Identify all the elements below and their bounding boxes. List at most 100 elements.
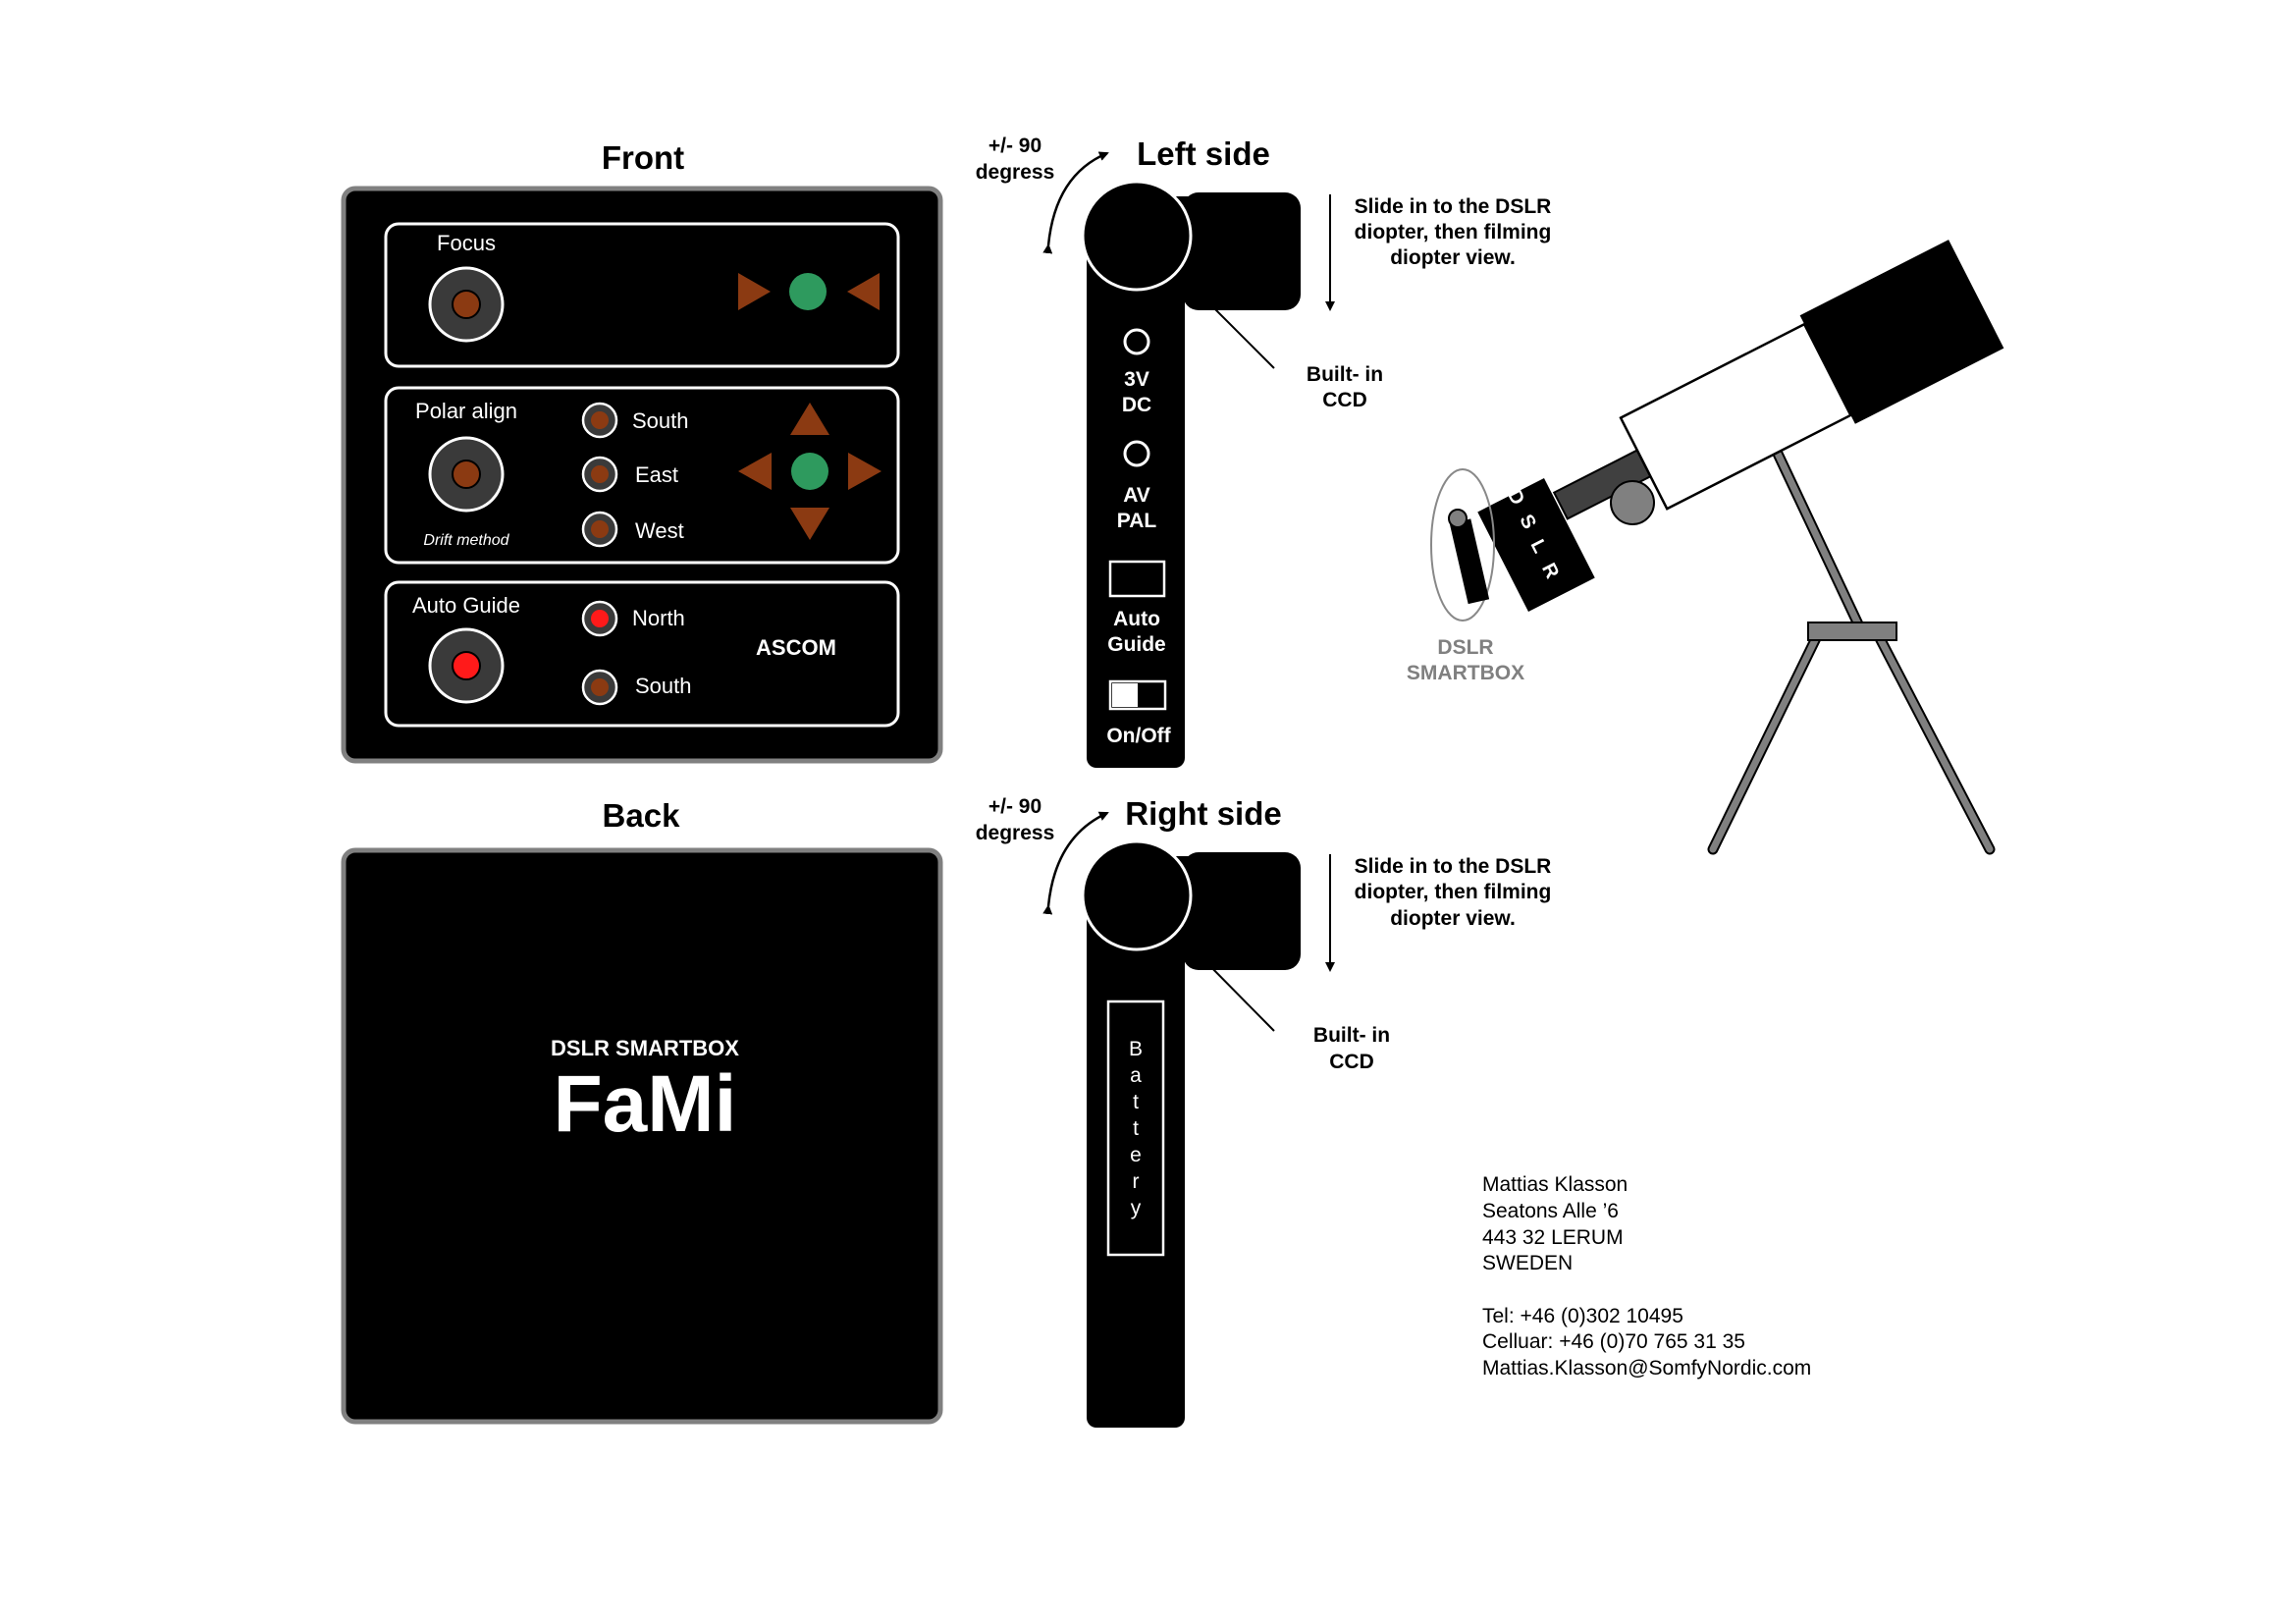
dslr-camera [1477,477,1595,613]
right-ccd-l2: CCD [1329,1051,1374,1073]
autoguide-south-label: South [635,674,692,698]
battery-letter: r [1133,1170,1140,1193]
tripod-post [1758,416,1864,632]
polar-label: Polar align [415,399,517,423]
right-rotation-l2: degress [976,822,1055,844]
battery-letter: a [1130,1064,1142,1087]
right-side-title: Right side [1125,795,1282,832]
contact-tel: Tel: +46 (0)302 10495 [1482,1305,1683,1327]
left-slide-l2: diopter, then filming [1355,221,1552,243]
left-rotation-hub[interactable] [1081,180,1193,292]
left-slide-l3: diopter view. [1390,246,1516,269]
polar-south-button[interactable] [581,402,618,439]
back-brand-big: FaMi [554,1059,737,1149]
back-view: Back DSLR SMARTBOX FaMi [341,797,943,1425]
focus-arrow-right-icon [738,273,771,310]
autoguide-port-l2: Guide [1107,633,1166,656]
left-side-view: +/- 90 degress Left side 3V DC AV PAL Au… [976,135,1552,768]
focus-label: Focus [437,231,496,255]
battery-letter: B [1129,1038,1143,1060]
left-side-title: Left side [1137,135,1270,172]
autoguide-north-label: North [632,606,685,630]
battery-letter: e [1130,1144,1142,1166]
telescope-tube [1619,322,1853,511]
back-brand-small: DSLR SMARTBOX [551,1036,739,1060]
focus-wheel-icon [1610,480,1655,525]
autoguide-north-button[interactable] [581,600,618,637]
av-jack-icon[interactable] [1123,440,1150,467]
contact-email[interactable]: Mattias.Klasson@SomfyNordic.com [1482,1357,1811,1380]
tripod-left-leg [1709,634,1820,853]
focus-led-icon [789,273,827,310]
polar-led-icon [791,453,828,490]
contact-block: Mattias Klasson Seatons Alle ’6 443 32 L… [1482,1173,1811,1380]
left-ccd-pointer-icon [1198,292,1275,369]
left-ccd-l1: Built- in [1307,363,1383,386]
tripod-right-leg [1876,634,1994,853]
polar-south-label: South [632,408,689,433]
polar-west-label: West [635,518,684,543]
smartbox-caption-l1: DSLR [1437,636,1493,659]
focus-knob[interactable] [428,266,505,343]
dc-label-l2: DC [1122,394,1151,416]
tripod-head [1807,622,1897,641]
av-label-l2: PAL [1117,510,1157,532]
telescope-dew-shield [1799,240,2004,424]
contact-name: Mattias Klasson [1482,1173,1628,1196]
polar-east-label: East [635,462,678,487]
left-side-body [1087,236,1185,768]
contact-country: SWEDEN [1482,1252,1573,1274]
polar-sublabel: Drift method [423,532,509,549]
autoguide-south-button[interactable] [581,669,618,706]
battery-letter: t [1133,1091,1139,1113]
power-switch-label: On/Off [1106,725,1171,747]
back-title: Back [603,797,681,834]
right-slide-l2: diopter, then filming [1355,881,1552,903]
dc-jack-icon[interactable] [1123,328,1150,355]
polar-arrow-right-icon [848,453,881,490]
polar-east-button[interactable] [581,456,618,493]
telescope-illustration: DSLR DSLR SMARTBOX [1407,240,2004,855]
focus-section [384,222,900,368]
smartbox-caption-l2: SMARTBOX [1407,662,1524,684]
polar-arrow-up-icon [790,403,829,435]
right-rotation-l1: +/- 90 [988,795,1041,818]
right-ccd-pointer-icon [1198,953,1275,1032]
contact-street: Seatons Alle ’6 [1482,1200,1619,1222]
battery-letter: t [1133,1117,1139,1140]
autoguide-section [384,580,900,728]
left-rotation-arrow-icon [1042,151,1109,254]
front-view: Front Focus Polar align Drift method Sou… [341,139,943,764]
right-side-body [1087,895,1185,1428]
polar-arrow-down-icon [790,508,829,540]
left-ccd-l2: CCD [1322,389,1367,411]
right-slide-l1: Slide in to the DSLR [1355,855,1552,878]
battery-compartment[interactable] [1106,1000,1165,1257]
autoguide-knob[interactable] [428,627,505,704]
right-rotation-hub[interactable] [1081,839,1193,951]
polar-west-button[interactable] [581,511,618,548]
autoguide-port-l1: Auto [1113,608,1160,630]
focus-arrow-left-icon [847,273,880,310]
right-slide-l3: diopter view. [1390,907,1516,930]
polar-section [384,386,900,565]
autoguide-port[interactable] [1108,560,1166,598]
autoguide-label: Auto Guide [412,593,520,618]
power-switch[interactable] [1108,679,1167,711]
ascom-label: ASCOM [756,635,836,660]
front-panel [341,186,943,764]
left-slide-l1: Slide in to the DSLR [1355,195,1552,218]
left-rotation-l1: +/- 90 [988,135,1041,157]
av-label-l1: AV [1123,484,1150,507]
smartbox-hub-icon [1448,509,1468,528]
front-title: Front [602,139,684,176]
battery-letter: y [1131,1197,1142,1219]
smartbox-highlight-ellipse [1430,468,1495,622]
right-ccd-l1: Built- in [1313,1024,1390,1047]
contact-cell: Celluar: +46 (0)70 765 31 35 [1482,1330,1745,1353]
polar-knob[interactable] [428,436,505,513]
dc-label-l1: 3V [1124,368,1149,391]
